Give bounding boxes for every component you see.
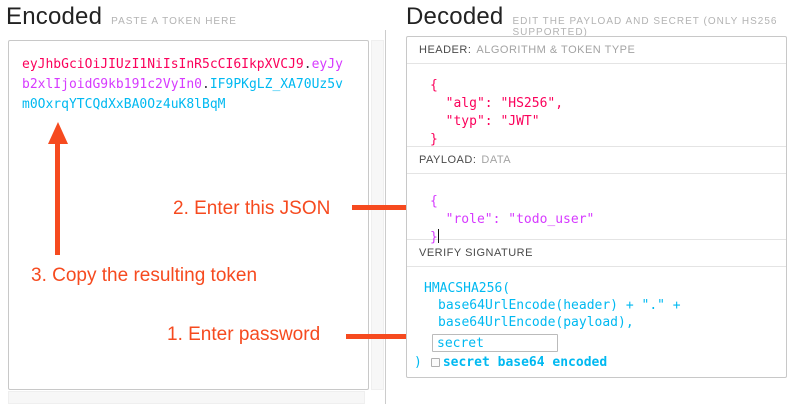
arrow-up-icon: [48, 122, 68, 144]
annotation-step-3: 3. Copy the resulting token: [31, 265, 258, 286]
token-signature-segment: IF9PKgLZ_XA70Uz5vm0OxrqYTCQdXxBA0Oz4uK8l…: [22, 77, 343, 112]
encoded-title: Encoded: [6, 3, 103, 30]
arrow-right-shaft: [346, 334, 413, 339]
verify-signature-label: VERIFY SIGNATURE: [419, 247, 533, 259]
header-json-editor[interactable]: { "alg": "HS256", "typ": "JWT" }: [407, 64, 786, 147]
token-separator: .: [202, 77, 210, 92]
header-section-sublabel: ALGORITHM & TOKEN TYPE: [476, 44, 636, 56]
payload-section-label: PAYLOAD:: [419, 154, 477, 166]
signature-close-row: ) secret base64 encoded: [407, 355, 786, 370]
verify-signature-region: HMACSHA256( base64UrlEncode(header) + ".…: [407, 267, 786, 378]
token-separator: .: [303, 57, 312, 72]
annotation-step-2: 2. Enter this JSON: [173, 198, 331, 219]
header-section-label: HEADER:: [419, 44, 472, 56]
scrollbar-track-horizontal[interactable]: [8, 391, 365, 404]
header-section-bar: HEADER: ALGORITHM & TOKEN TYPE: [407, 37, 786, 64]
payload-json: { "role": "todo_user" }: [430, 194, 595, 245]
annotation-step-1: 1. Enter password: [167, 324, 321, 345]
payload-section-sublabel: DATA: [481, 154, 512, 166]
arrow-up-shaft: [55, 143, 60, 255]
payload-section-bar: PAYLOAD: DATA: [407, 147, 786, 174]
decoded-subtitle: EDIT THE PAYLOAD AND SECRET (ONLY HS256 …: [512, 16, 778, 38]
encoded-subtitle: PASTE A TOKEN HERE: [111, 16, 237, 27]
column-divider: [385, 30, 386, 404]
decoded-panel: HEADER: ALGORITHM & TOKEN TYPE { "alg": …: [406, 36, 787, 378]
secret-base64-checkbox[interactable]: [430, 358, 440, 367]
signature-code-line: base64UrlEncode(header) + "." +: [438, 298, 681, 313]
signature-code-line: HMACSHA256(: [424, 281, 511, 296]
text-cursor: [437, 229, 439, 243]
verify-signature-bar: VERIFY SIGNATURE: [407, 240, 786, 267]
encoded-header: Encoded PASTE A TOKEN HERE: [6, 3, 237, 31]
arrow-right-shaft: [352, 205, 414, 210]
signature-code-line: base64UrlEncode(payload),: [438, 315, 634, 330]
token-payload-segment: eyJyb2xlIjoidG9kb191c2VyIn0: [22, 57, 343, 92]
token-header-segment: eyJhbGciOiJIUzI1NiIsInR5cCI6IkpXVCJ9: [22, 57, 304, 72]
encoded-token-editor[interactable]: eyJhbGciOiJIUzI1NiIsInR5cCI6IkpXVCJ9.eyJ…: [8, 40, 369, 390]
scrollbar-track-vertical[interactable]: [371, 40, 384, 390]
decoded-title: Decoded: [406, 3, 504, 30]
header-json: { "alg": "HS256", "typ": "JWT" }: [430, 78, 564, 147]
decoded-header: Decoded EDIT THE PAYLOAD AND SECRET (ONL…: [406, 3, 793, 38]
signature-close-paren: ): [414, 355, 422, 370]
payload-json-editor[interactable]: { "role": "todo_user" }: [407, 174, 786, 245]
secret-input[interactable]: [432, 334, 558, 352]
secret-base64-label: secret base64 encoded: [442, 355, 608, 370]
